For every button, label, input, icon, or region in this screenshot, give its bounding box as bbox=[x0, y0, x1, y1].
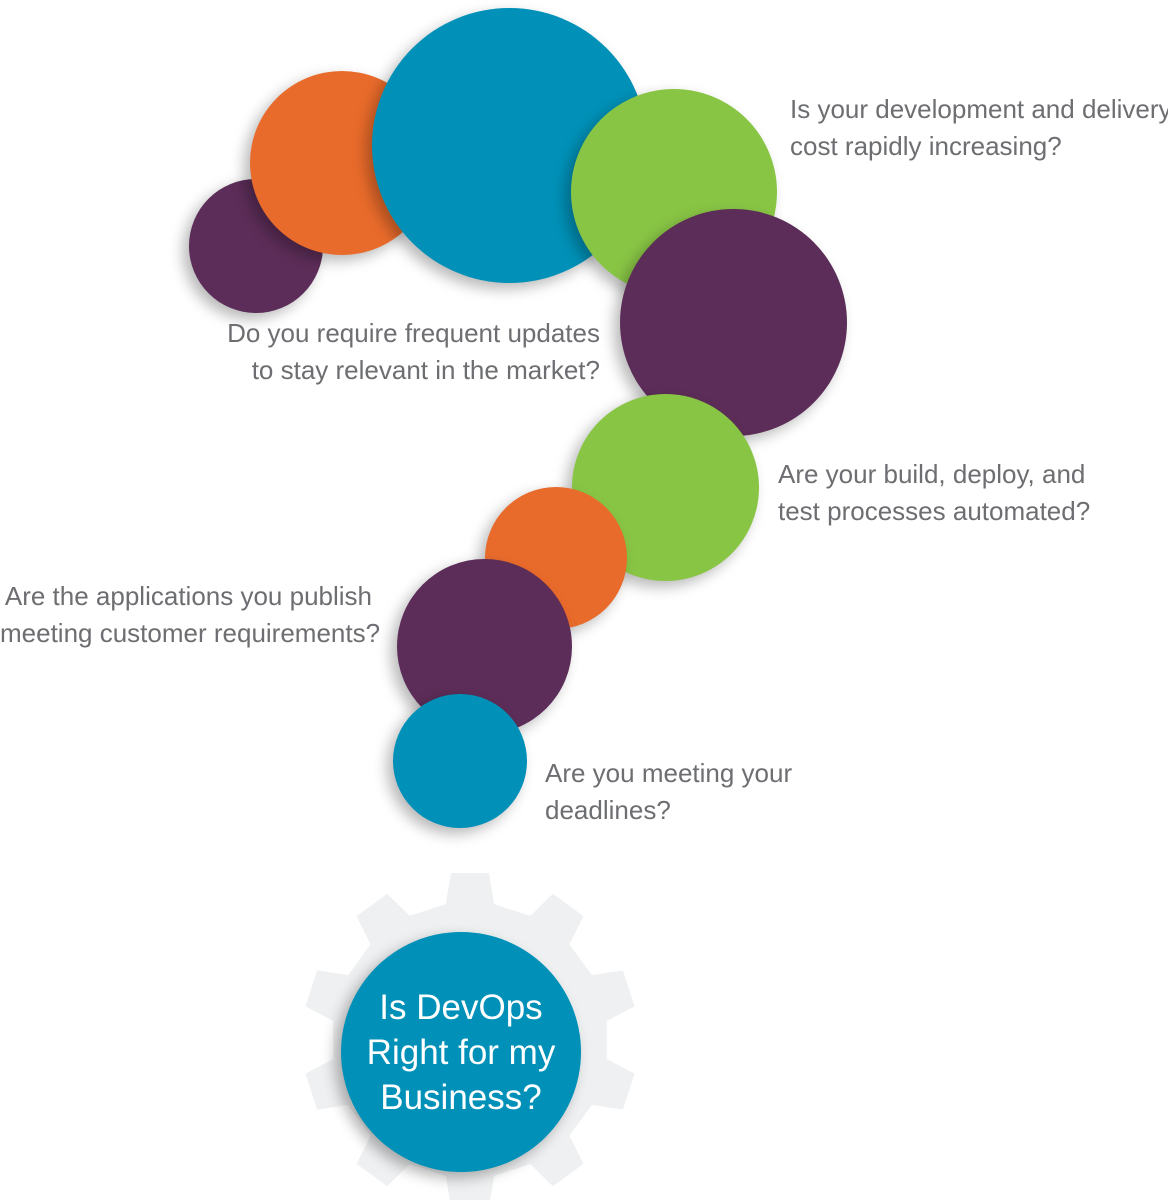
question-line: Are you meeting your bbox=[545, 758, 793, 788]
question-line: deadlines? bbox=[545, 795, 671, 825]
question-line: to stay relevant in the market? bbox=[251, 355, 600, 385]
center-title-line: Right for my bbox=[366, 1032, 556, 1072]
question-deadlines: Are you meeting your deadlines? bbox=[545, 755, 792, 829]
question-frequent-updates: Do you require frequent updates to stay … bbox=[220, 315, 600, 389]
question-line: Are the applications you publish bbox=[4, 581, 372, 611]
question-dev-cost: Is your development and delivery cost ra… bbox=[790, 91, 1168, 165]
question-line: Do you require frequent updates bbox=[227, 318, 600, 348]
question-automation: Are your build, deploy, and test process… bbox=[778, 456, 1090, 530]
question-line: Are your build, deploy, and bbox=[778, 459, 1086, 489]
question-customer-requirements: Are the applications you publish meeting… bbox=[0, 578, 380, 652]
center-title-line: Business? bbox=[380, 1077, 542, 1117]
question-line: cost rapidly increasing? bbox=[790, 131, 1062, 161]
question-line: test processes automated? bbox=[778, 496, 1091, 526]
center-title-line: Is DevOps bbox=[379, 987, 543, 1027]
circle-blue-small bbox=[393, 694, 527, 828]
question-line: meeting customer requirements? bbox=[0, 618, 381, 648]
center-circle: Is DevOps Right for my Business? bbox=[341, 932, 581, 1172]
question-line: Is your development and delivery bbox=[790, 94, 1168, 124]
